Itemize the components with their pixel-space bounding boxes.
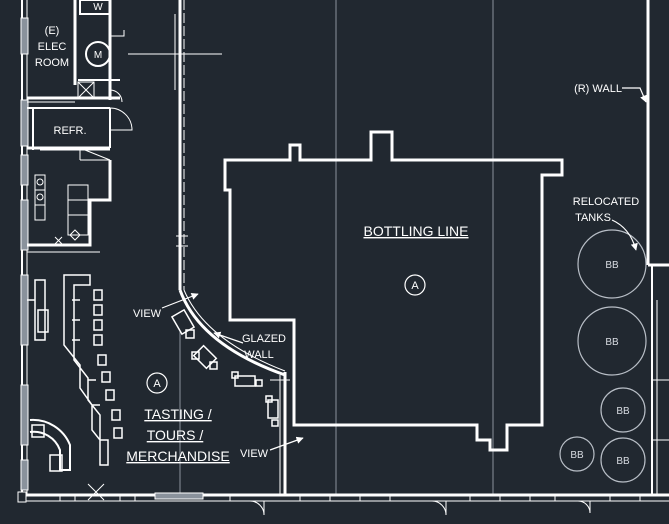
tank-5-label: BB <box>616 456 630 467</box>
view-label-lower: VIEW <box>240 448 269 460</box>
leader-arrows <box>161 87 647 451</box>
tank-4-label: BB <box>570 450 584 461</box>
tank-4 <box>559 436 595 472</box>
tank-3 <box>600 387 646 433</box>
bottom-exterior-wall <box>17 483 669 516</box>
zone-markers <box>146 274 426 394</box>
tasting-label-line3: MERCHANDISE <box>126 448 229 464</box>
tank-2 <box>577 306 647 376</box>
zone-marker-bottling <box>404 274 426 296</box>
glazed-wall-label-line2: WALL <box>244 349 274 361</box>
glazed-wall-label-line1: GLAZED <box>242 333 286 345</box>
tank-2-label: BB <box>605 337 619 348</box>
restroom-w-label: W <box>93 2 103 13</box>
left-exterior-wall <box>20 0 29 495</box>
restroom-m-label: M <box>94 50 102 61</box>
refrigerator-label: REFR. <box>54 125 87 137</box>
right-wall <box>646 0 669 495</box>
zone-a-tasting-label: A <box>153 378 161 390</box>
tasting-label-line1: TASTING / <box>144 406 212 422</box>
relocated-tanks <box>559 229 647 483</box>
elec-room-label-line3: ROOM <box>35 57 69 69</box>
tasting-bar-counter <box>27 274 123 472</box>
relocated-tanks-label-line1: RELOCATED <box>573 196 639 208</box>
bottling-line-label: BOTTLING LINE <box>363 223 468 239</box>
tank-1-label: BB <box>605 260 619 271</box>
glazed-wall-partition <box>176 0 290 495</box>
wall-label: (R) WALL <box>574 83 622 95</box>
tank-3-label: BB <box>616 406 630 417</box>
tank-1 <box>577 229 647 299</box>
top-left-rooms <box>27 0 133 253</box>
zone-a-bottling-label: A <box>411 280 419 292</box>
tank-5 <box>600 437 646 483</box>
tasting-label-line2: TOURS / <box>147 427 204 443</box>
zone-marker-tasting <box>146 372 168 394</box>
elec-room-label-line1: (E) <box>45 25 60 37</box>
relocated-tanks-label-line2: TANKS <box>575 212 611 224</box>
bottling-line-area <box>223 130 564 452</box>
tasting-tables <box>170 308 279 427</box>
view-label-upper: VIEW <box>133 308 162 320</box>
column-grid-lines <box>179 0 494 495</box>
elec-room-label-line2: ELEC <box>38 41 67 53</box>
reference-crosshair <box>128 14 222 90</box>
